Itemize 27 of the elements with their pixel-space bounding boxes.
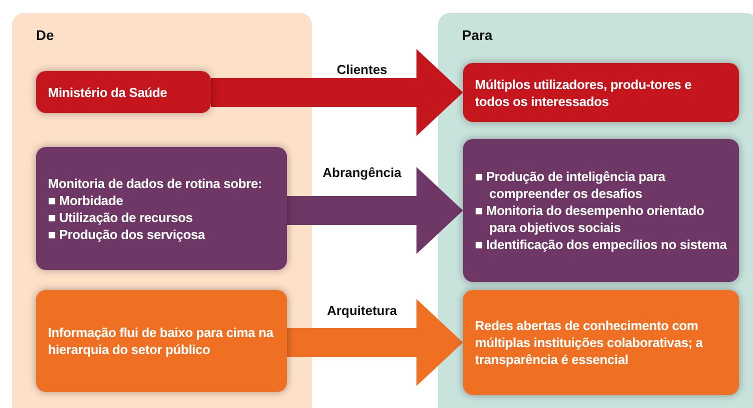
- text-box: [36, 71, 211, 113]
- bullet-item: ■ Monitoria do desempenho orientado para objetivos sociais: [475, 202, 706, 236]
- box-text: Ministério da Saúde: [48, 84, 168, 100]
- block-arrow: [287, 299, 463, 386]
- box-text: Informação flui de baixo para cima na hierarquia do setor público: [48, 324, 274, 358]
- column-panel: [12, 13, 312, 408]
- column-panel: [438, 13, 753, 408]
- text-box: [36, 290, 287, 392]
- text-box: [463, 139, 739, 282]
- bullet-item: ■ Produção dos serviçosa: [48, 226, 206, 242]
- bullet-item: ■ Produção de inteligência para compreender os desafios: [475, 168, 666, 202]
- edge-label: Arquitetura: [326, 303, 398, 318]
- box-text: Múltiplos utilizadores, produ-tores e todos os interessados: [475, 76, 693, 110]
- column-heading: De: [36, 27, 54, 43]
- box-text: Monitoria de dados de rotina sobre:: [48, 174, 264, 192]
- edge-label: Clientes: [336, 62, 388, 77]
- block-arrow: [211, 49, 463, 136]
- box-text: Redes abertas de conhecimento com múltiplas instituições colaborativas; a transparência é essencial: [475, 317, 704, 368]
- edge-label: Abrangência: [322, 165, 402, 180]
- column-heading: Para: [462, 27, 492, 43]
- bullet-item: ■ Identificação dos empecílios no sistema: [475, 236, 727, 253]
- text-box: [36, 147, 287, 270]
- bullet-item: ■ Morbidade: [48, 192, 124, 208]
- text-box: [463, 63, 739, 122]
- block-arrow: [287, 167, 463, 254]
- text-box: [463, 290, 739, 395]
- bullet-item: ■ Utilização de recursos: [48, 208, 194, 226]
